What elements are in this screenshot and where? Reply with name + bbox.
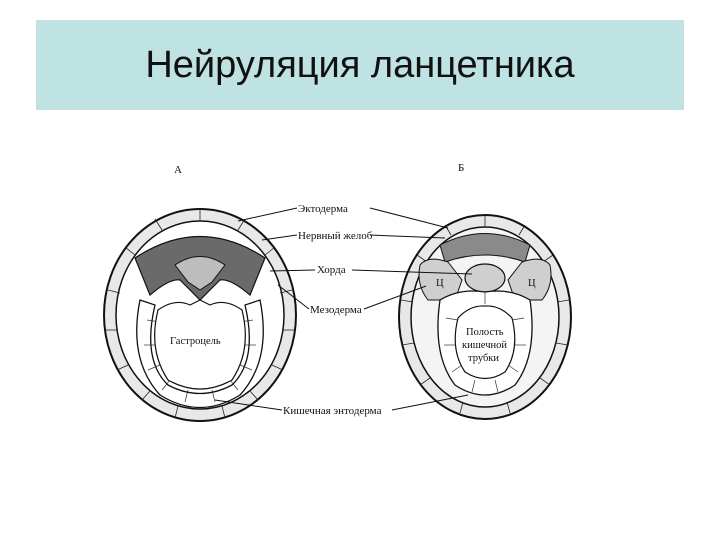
embryo-a-gastrocoel-label: Гастроцель	[170, 336, 221, 347]
embryo-b-somite-mark-left: Ц	[436, 278, 444, 289]
label-gut-endoderm: Кишечная энтодерма	[283, 405, 382, 417]
embryo-a-gastrocoel	[154, 299, 246, 390]
embryo-a-neural-groove	[174, 256, 226, 291]
label-mesoderm: Мезодерма	[310, 304, 362, 316]
embryo-b-somite-right	[507, 258, 552, 301]
slide-title: Нейруляция ланцетника	[145, 43, 575, 86]
embryo-b-gut-cavity	[454, 305, 516, 380]
panel-a-letter: А	[174, 164, 182, 176]
panel-b-letter: Б	[458, 162, 464, 174]
embryo-b-somite-left	[418, 258, 463, 301]
label-chorda: Хорда	[317, 264, 346, 276]
label-neural-groove: Нервный желоб	[298, 230, 373, 242]
embryo-b-gut-label-1: Полость	[466, 327, 504, 338]
embryo-b-gut-label-2: кишечной	[462, 340, 507, 351]
title-band: Нейруляция ланцетника	[36, 20, 684, 110]
embryo-a-endoderm	[136, 299, 264, 409]
label-ectoderm: Эктодерма	[298, 203, 348, 215]
embryo-b-chorda	[464, 263, 506, 293]
embryo-b: Ц Ц Полость кишечной трубки	[398, 214, 572, 420]
embryo-b-gut-label-3: трубки	[468, 353, 499, 364]
leader-lines	[214, 207, 473, 411]
embryo-b-somite-mark-right: Ц	[528, 278, 536, 289]
embryo-b-endoderm-cells	[444, 292, 526, 393]
embryo-a: Гастроцель	[103, 208, 297, 422]
